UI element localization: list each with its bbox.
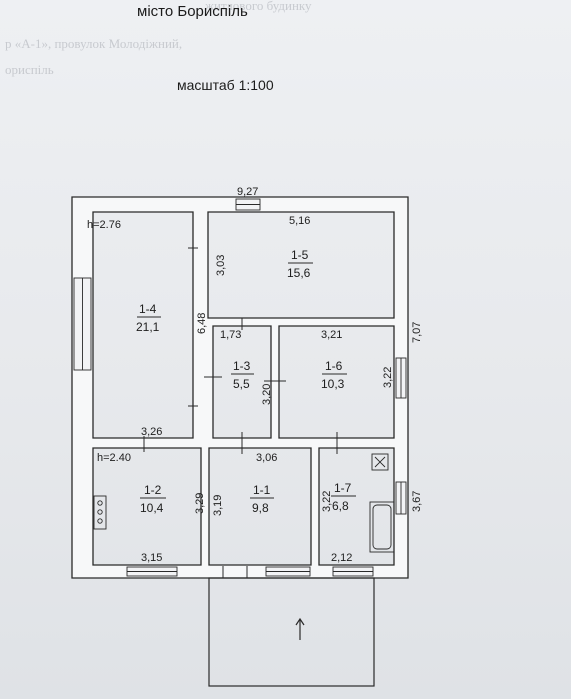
dim-right-overall: 7,07 <box>411 322 423 343</box>
bathtub-icon <box>369 501 395 553</box>
boiler-icon <box>371 453 389 471</box>
ghost-text: житлового будинку <box>205 0 312 13</box>
ceiling-height-lower: h=2.40 <box>97 452 131 464</box>
dim-label: 5,16 <box>289 215 310 227</box>
dim-label: 3,67 <box>411 491 423 512</box>
dim-label: 3,15 <box>141 552 162 564</box>
ghost-text: ориспіль <box>5 62 54 77</box>
room-1-6-id: 1-6 <box>325 359 343 373</box>
outer-walls <box>71 196 409 579</box>
porch <box>208 577 375 687</box>
dim-label: 3,22 <box>321 491 333 512</box>
dim-top-overall: 9,27 <box>237 186 258 198</box>
dim-label: 2,12 <box>331 552 352 564</box>
room-1-3-area: 5,5 <box>233 377 250 391</box>
room-1-6-area: 10,3 <box>321 377 345 391</box>
dim-label: 3,22 <box>382 367 394 388</box>
dim-label: 3,20 <box>261 384 273 405</box>
entrance-arrow-icon <box>295 617 305 640</box>
room-1-7-area: 6,8 <box>332 499 349 513</box>
stove-icon <box>93 495 107 530</box>
room-1-7-id: 1-7 <box>334 481 352 495</box>
room-1-5-id: 1-5 <box>291 248 309 262</box>
dim-label: 3,03 <box>215 255 227 276</box>
room-1-2-area: 10,4 <box>140 501 164 515</box>
dim-label: 1,73 <box>220 329 241 341</box>
scale-label: масштаб 1:100 <box>177 77 274 93</box>
ghost-text: р «А-1», провулок Молодіжний, <box>5 36 183 51</box>
dim-label: 3,19 <box>212 495 224 516</box>
room-1-2-id: 1-2 <box>144 483 162 497</box>
room-1-5-area: 15,6 <box>287 266 311 280</box>
city-title: місто Бориспіль <box>137 3 248 20</box>
dim-label: 3,26 <box>141 426 162 438</box>
door-openings <box>143 247 338 578</box>
dim-label: 3,29 <box>194 493 206 514</box>
dim-label: 3,21 <box>321 329 342 341</box>
room-1-1-area: 9,8 <box>252 501 269 515</box>
room-1-1-id: 1-1 <box>253 483 271 497</box>
room-1-4-id: 1-4 <box>139 302 157 316</box>
ceiling-height-upper: h=2.76 <box>87 219 121 231</box>
dim-label: 3,06 <box>256 452 277 464</box>
windows <box>73 198 407 577</box>
room-1-4-area: 21,1 <box>136 320 160 334</box>
dim-label: 6,48 <box>196 313 208 334</box>
room-1-3-id: 1-3 <box>233 359 251 373</box>
